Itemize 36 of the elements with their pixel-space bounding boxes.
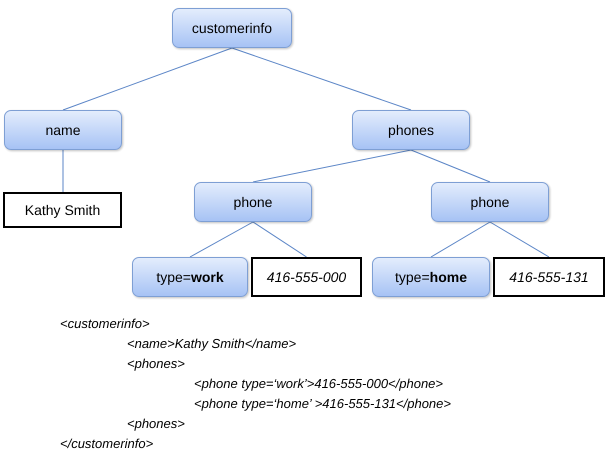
code-line: <phones> bbox=[127, 416, 185, 431]
connector-line bbox=[490, 222, 550, 258]
code-line: </customerinfo> bbox=[60, 436, 154, 451]
element-label: phone bbox=[470, 194, 510, 210]
value-box bbox=[493, 257, 605, 297]
code-line: <name>Kathy Smith</name> bbox=[127, 336, 296, 351]
element-box bbox=[194, 182, 312, 222]
connector-line bbox=[430, 222, 490, 258]
element-label: type=work bbox=[156, 269, 224, 285]
connector-line bbox=[252, 222, 307, 258]
connector-line bbox=[410, 150, 490, 182]
element-label: phones bbox=[388, 122, 434, 138]
element-box bbox=[4, 110, 122, 150]
code-line: <customerinfo> bbox=[60, 316, 150, 331]
element-box bbox=[132, 257, 248, 297]
connector-line bbox=[252, 150, 412, 182]
element-label: type=home bbox=[395, 269, 467, 285]
value-box bbox=[251, 257, 362, 297]
element-label: customerinfo bbox=[192, 20, 272, 36]
value-text: Kathy Smith bbox=[24, 202, 100, 218]
connector-line bbox=[62, 150, 64, 192]
connector-line bbox=[232, 48, 412, 110]
connector-line bbox=[62, 48, 232, 110]
value-text: 416-555-000 bbox=[266, 269, 346, 285]
connector-line bbox=[190, 222, 254, 258]
element-label: phone bbox=[234, 194, 272, 210]
element-label: name bbox=[45, 122, 81, 138]
code-line: <phone type=‘home’ >416-555-131</phone> bbox=[194, 396, 451, 411]
element-box bbox=[172, 8, 292, 48]
value-text: 416-555-131 bbox=[509, 269, 589, 285]
code-line: <phone type=‘work’>416-555-000</phone> bbox=[194, 376, 444, 391]
element-box bbox=[372, 257, 490, 297]
element-box bbox=[352, 110, 470, 150]
code-line: <phones> bbox=[127, 356, 185, 371]
value-box bbox=[3, 192, 122, 228]
element-box bbox=[431, 182, 549, 222]
